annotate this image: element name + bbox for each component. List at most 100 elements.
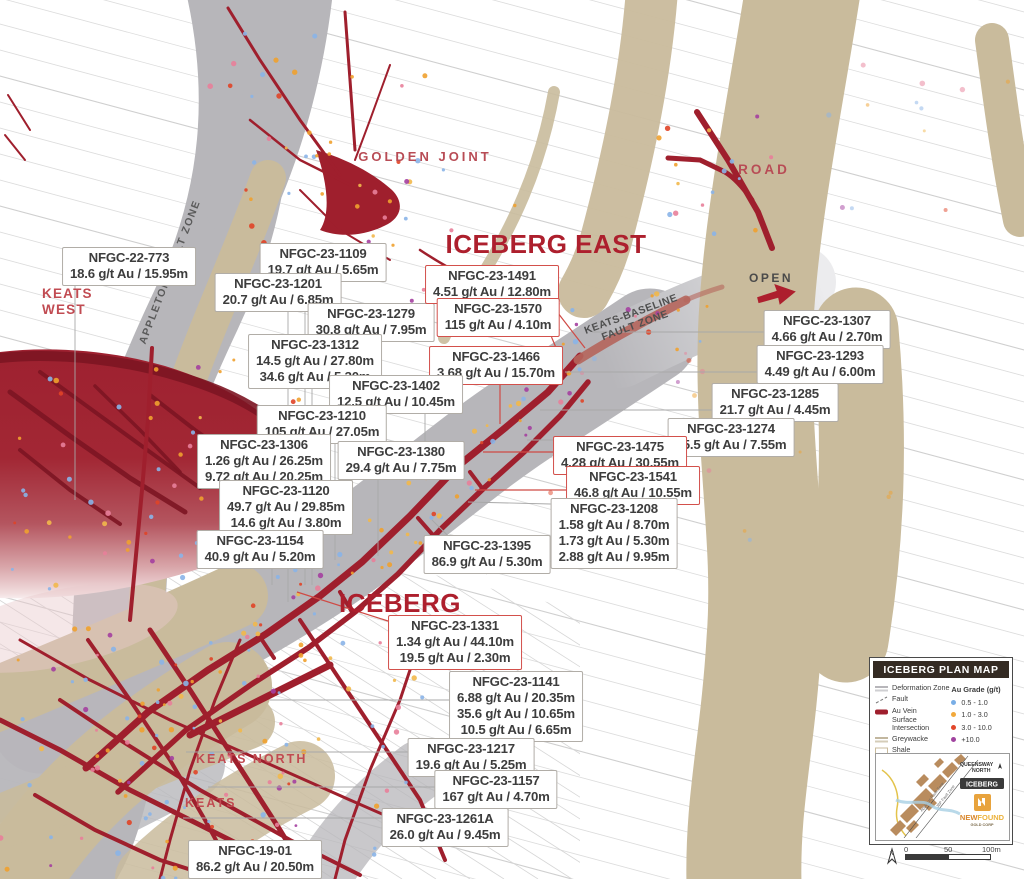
assay-intercept: 4.66 g/t Au / 2.70m xyxy=(771,329,883,345)
drill-hole-id: NFGC-23-1274 xyxy=(687,421,775,436)
inset-claims xyxy=(890,754,966,836)
assay-intercept: 1.34 g/t Au / 44.10m xyxy=(396,634,514,650)
greywacke-icon xyxy=(875,737,888,743)
drill-hole-id: NFGC-23-1466 xyxy=(452,349,540,364)
drill-hole-id: NFGC-23-1491 xyxy=(448,268,536,283)
au-grade-class-1: 0.5 - 1.0 xyxy=(951,698,1009,707)
deformation-zone-icon xyxy=(875,686,888,692)
drill-hole-id: NFGC-23-1261A xyxy=(396,811,494,826)
assay-intercept: 35.6 g/t Au / 10.65m xyxy=(457,706,575,722)
drill-hole-id: NFGC-23-1312 xyxy=(271,337,359,352)
inset-north-arrow xyxy=(998,763,1002,769)
area-label-keats: KEATS xyxy=(185,796,237,810)
assay-intercept: 1.26 g/t Au / 26.25m xyxy=(205,453,323,469)
assay-intercept: 6.88 g/t Au / 20.35m xyxy=(457,690,575,706)
drill-hole-id: NFGC-23-1109 xyxy=(279,246,367,261)
assay-intercept: 4.51 g/t Au / 12.80m xyxy=(433,284,551,300)
scale-tick-100: 100m xyxy=(982,845,1001,854)
drill-hole-id: NFGC-23-1306 xyxy=(220,437,308,452)
inset-location-map: Appleton Fault Zone JBP Fault Zone QUEEN… xyxy=(875,753,1010,841)
assay-intercept: 86.2 g/t Au / 20.50m xyxy=(196,859,314,875)
scale-segment-dark xyxy=(905,854,948,860)
assay-intercept: 49.7 g/t Au / 29.85m xyxy=(227,499,345,515)
inset-fault-line-1 xyxy=(903,755,969,839)
drill-hole-id: NFGC-23-1120 xyxy=(242,483,330,498)
inset-region-label-1: QUEENSWAY xyxy=(960,762,994,768)
area-label-keats-north: KEATS NORTH xyxy=(196,752,308,766)
scale-tick-50: 50 xyxy=(944,845,953,854)
assay-intercept: 21.7 g/t Au / 4.45m xyxy=(719,402,831,418)
assay-intercept: 115 g/t Au / 4.10m xyxy=(444,317,552,333)
drill-hole-id: NFGC-23-1157 xyxy=(452,773,540,788)
area-label-iceberg: ICEBERG xyxy=(339,588,461,618)
inset-map-canvas: Appleton Fault Zone JBP Fault Zone QUEEN… xyxy=(881,754,1005,839)
assay-intercept: 4.49 g/t Au / 6.00m xyxy=(764,364,876,380)
drill-hole-id: NFGC-23-1395 xyxy=(443,538,531,553)
grade-dot-red xyxy=(951,724,957,730)
scale-segment-light xyxy=(948,854,991,860)
area-label-road: ROAD xyxy=(738,162,790,177)
au-grade-class-3: 3.0 - 10.0 xyxy=(951,723,1009,732)
assay-intercept: 26.0 g/t Au / 9.45m xyxy=(389,827,501,843)
area-label-golden-joint: GOLDEN JOINT xyxy=(358,149,492,164)
drill-hole-id: NFGC-23-1402 xyxy=(352,378,440,393)
assay-intercept: 30.8 g/t Au / 7.95m xyxy=(315,322,427,338)
drill-hole-id: NFGC-23-1570 xyxy=(454,301,542,316)
scale-tick-0: 0 xyxy=(904,845,909,854)
legend-item-fault: Fault xyxy=(875,694,951,704)
drill-hole-id: NFGC-23-1380 xyxy=(357,444,445,459)
assay-intercept: 1.73 g/t Au / 5.30m xyxy=(558,533,670,549)
grade-dot-orange xyxy=(951,712,957,717)
brand-sub: GOLD CORP xyxy=(971,823,994,827)
drill-hole-id: NFGC-22-773 xyxy=(88,250,170,265)
inset-region-label-2: NORTH xyxy=(972,768,991,774)
north-arrow-icon: N xyxy=(886,847,898,865)
assay-intercept: 86.9 g/t Au / 5.30m xyxy=(431,554,543,570)
drill-hole-id: NFGC-23-1210 xyxy=(278,408,366,423)
area-label-open: OPEN xyxy=(748,271,794,285)
au-vein-icon xyxy=(875,709,888,715)
fault-icon xyxy=(875,696,888,704)
scale-bar: N 0 50 100m xyxy=(884,845,1010,871)
inset-deposit-label: ICEBERG xyxy=(966,782,998,789)
assay-intercept: 1.58 g/t Au / 8.70m xyxy=(558,517,670,533)
drill-hole-id: NFGC-23-1331 xyxy=(411,618,499,633)
area-label-iceberg-east: ICEBERG EAST xyxy=(445,229,647,259)
legend-item-greywacke: Greywacke xyxy=(875,734,951,743)
assay-intercept: 18.6 g/t Au / 15.95m xyxy=(70,266,188,282)
au-grade-class-2: 1.0 - 3.0 xyxy=(951,710,1009,719)
drill-hole-id: NFGC-23-1201 xyxy=(234,276,322,291)
brand-logo-n xyxy=(978,798,985,806)
drill-hole-id: NFGC-23-1541 xyxy=(589,469,677,484)
drill-hole-id: NFGC-23-1307 xyxy=(783,313,871,328)
assay-intercept: 29.4 g/t Au / 7.75m xyxy=(345,460,457,476)
assay-intercept: 14.5 g/t Au / 27.80m xyxy=(256,353,374,369)
drill-hole-id: NFGC-23-1475 xyxy=(576,439,664,454)
au-grade-title: Au Grade (g/t) xyxy=(951,685,1001,694)
assay-intercept: 14.6 g/t Au / 3.80m xyxy=(230,515,342,531)
brand-name: NEWFOUND xyxy=(960,813,1005,822)
assay-intercept: 2.88 g/t Au / 9.95m xyxy=(558,549,670,565)
au-grade-class-4: +10.0 xyxy=(951,735,1009,744)
drill-hole-id: NFGC-23-1279 xyxy=(327,306,415,321)
legend-title: ICEBERG PLAN MAP xyxy=(873,661,1009,678)
assay-intercept: 46.8 g/t Au / 10.55m xyxy=(574,485,692,501)
